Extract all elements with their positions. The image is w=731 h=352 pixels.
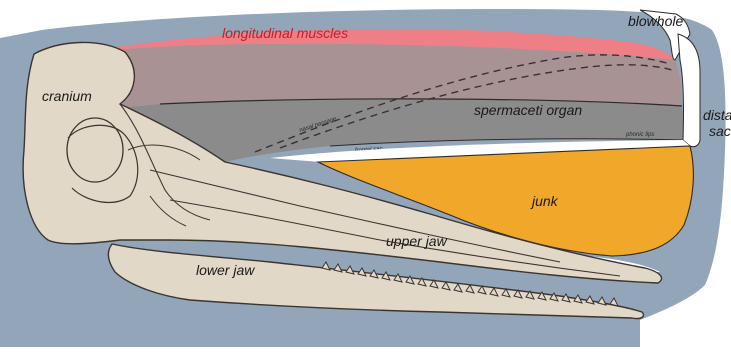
valve-label: phonic lips bbox=[625, 132, 654, 138]
upper-jaw-label: upper jaw bbox=[386, 233, 448, 249]
cranium-label: cranium bbox=[42, 88, 92, 104]
blowhole-label: blowhole bbox=[628, 13, 683, 29]
junk-label: junk bbox=[530, 193, 559, 209]
spermaceti-organ-label: spermaceti organ bbox=[474, 102, 582, 118]
lower-jaw-label: lower jaw bbox=[196, 262, 255, 278]
longitudinal-muscles-label: longitudinal muscles bbox=[222, 25, 348, 41]
